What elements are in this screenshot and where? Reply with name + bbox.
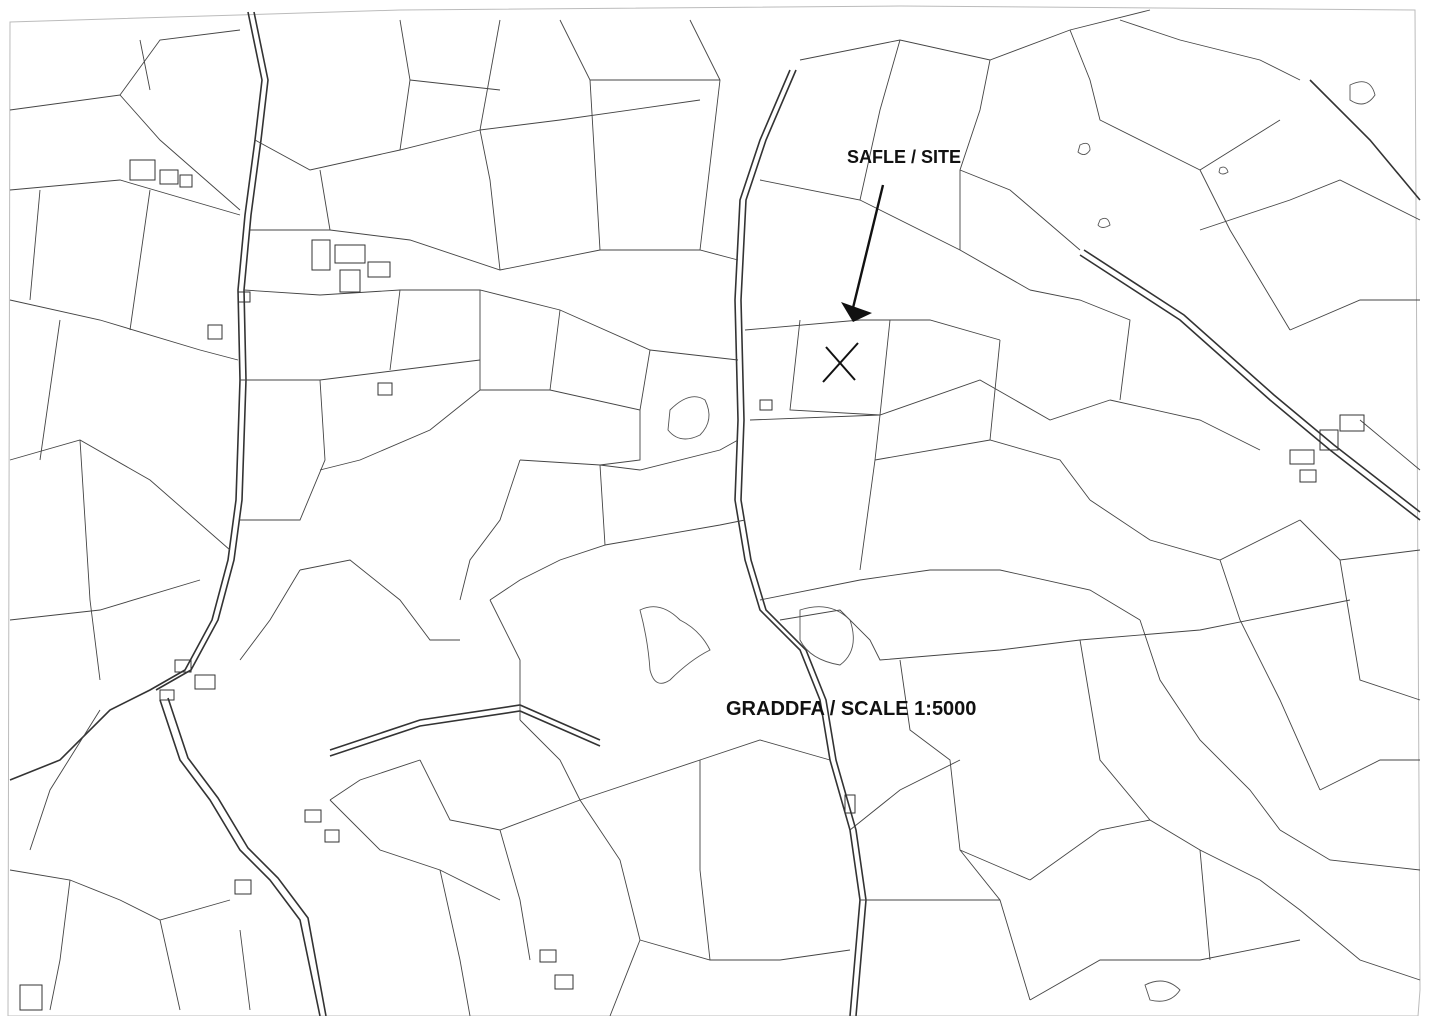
site-label: SAFLE / SITE [847, 147, 962, 167]
arrow-icon [841, 184, 885, 322]
roads [9, 11, 1421, 1016]
ponds [639, 81, 1376, 1002]
x-mark-icon [822, 342, 859, 383]
paper-edge [7, 5, 1421, 1016]
scale-label: GRADDFA / SCALE 1:5000 [726, 698, 977, 720]
field-lines [9, 9, 1421, 1016]
farm-buildings [19, 159, 1365, 1011]
